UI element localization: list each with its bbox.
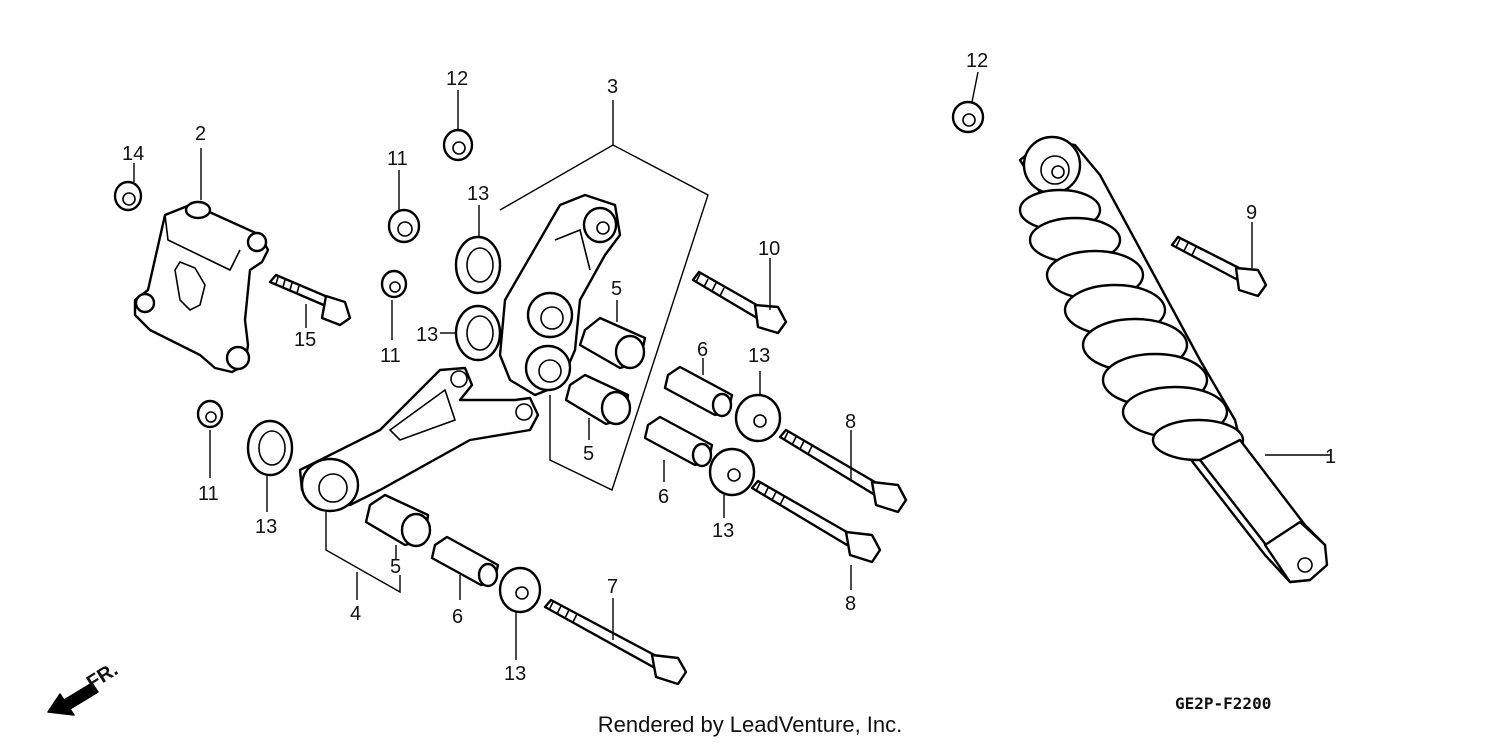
- callout-13-f: 13: [504, 663, 526, 685]
- washer-part-13-d: [734, 393, 782, 443]
- callout-5-bottom: 5: [390, 556, 401, 578]
- bearing-part-13-a: [454, 235, 502, 295]
- front-direction-indicator: FR.: [47, 659, 122, 716]
- callout-13-b: 13: [416, 324, 438, 346]
- callout-13-d: 13: [748, 345, 770, 367]
- callout-12-left: 12: [446, 68, 468, 90]
- callout-6-upper: 6: [697, 339, 708, 361]
- bearing-part-13-b: [454, 304, 502, 362]
- bolt-part-8-lower: [750, 479, 882, 564]
- callout-8-lower: 8: [845, 593, 856, 615]
- collar-part-6-upper: [663, 365, 734, 418]
- callout-14: 14: [122, 143, 144, 165]
- nut-part-11-top: [387, 208, 421, 244]
- washer-part-13-f: [498, 566, 542, 614]
- nut-part-11-middle: [380, 269, 408, 299]
- callout-5-lower: 5: [583, 443, 594, 465]
- callout-6-lower: 6: [452, 606, 463, 628]
- leader-lines: [133, 71, 1330, 660]
- callout-13-c: 13: [255, 516, 277, 538]
- bolt-part-7: [543, 598, 688, 686]
- callout-10: 10: [758, 238, 780, 260]
- footer-credit: Rendered by LeadVenture, Inc.: [597, 712, 903, 737]
- callout-11-top: 11: [387, 148, 408, 170]
- callout-13-e: 13: [712, 520, 734, 542]
- callout-15: 15: [294, 329, 316, 351]
- bolt-part-10: [691, 270, 788, 335]
- collar-part-5-bottom: [364, 493, 432, 548]
- callout-3: 3: [607, 76, 618, 98]
- nut-part-12-left: [442, 128, 474, 162]
- bracket-part-2: [133, 200, 270, 374]
- collar-part-5-upper: [578, 316, 647, 370]
- callout-4: 4: [350, 603, 361, 625]
- callout-8-upper: 8: [845, 411, 856, 433]
- callout-6-middle: 6: [658, 486, 669, 508]
- callout-13-a: 13: [467, 183, 489, 205]
- callout-5-upper: 5: [611, 278, 622, 300]
- callout-9: 9: [1246, 202, 1257, 224]
- callout-1: 1: [1325, 446, 1336, 468]
- collar-part-6-lower: [430, 535, 500, 588]
- callout-7: 7: [607, 576, 618, 598]
- shock-absorber-part-1: [1018, 135, 1329, 584]
- cushion-arm-part-4: [298, 366, 540, 513]
- bolt-part-8-upper: [778, 428, 908, 514]
- callout-11-middle: 11: [380, 345, 401, 367]
- link-arm-part-3: [498, 193, 622, 397]
- callout-11-lower: 11: [198, 483, 219, 505]
- bolt-part-15: [268, 273, 352, 327]
- diagram-code: GE2P-F2200: [1175, 694, 1272, 713]
- collar-part-6-middle: [643, 415, 714, 468]
- nut-part-11-lower: [196, 399, 224, 429]
- bearing-part-13-c: [246, 419, 294, 477]
- nut-part-12-right: [951, 100, 985, 134]
- callout-12-right: 12: [966, 50, 988, 72]
- callout-labels: 1 2 3 4 5 5 5 6 6 6 7 8 8 9 10 11 11 11 …: [122, 50, 1336, 685]
- nut-part-14: [113, 180, 143, 212]
- callout-2: 2: [195, 123, 206, 145]
- front-arrow-icon: [47, 682, 99, 716]
- bolt-part-9: [1170, 235, 1268, 298]
- collar-part-5-lower: [564, 373, 632, 426]
- washer-part-13-e: [708, 447, 756, 497]
